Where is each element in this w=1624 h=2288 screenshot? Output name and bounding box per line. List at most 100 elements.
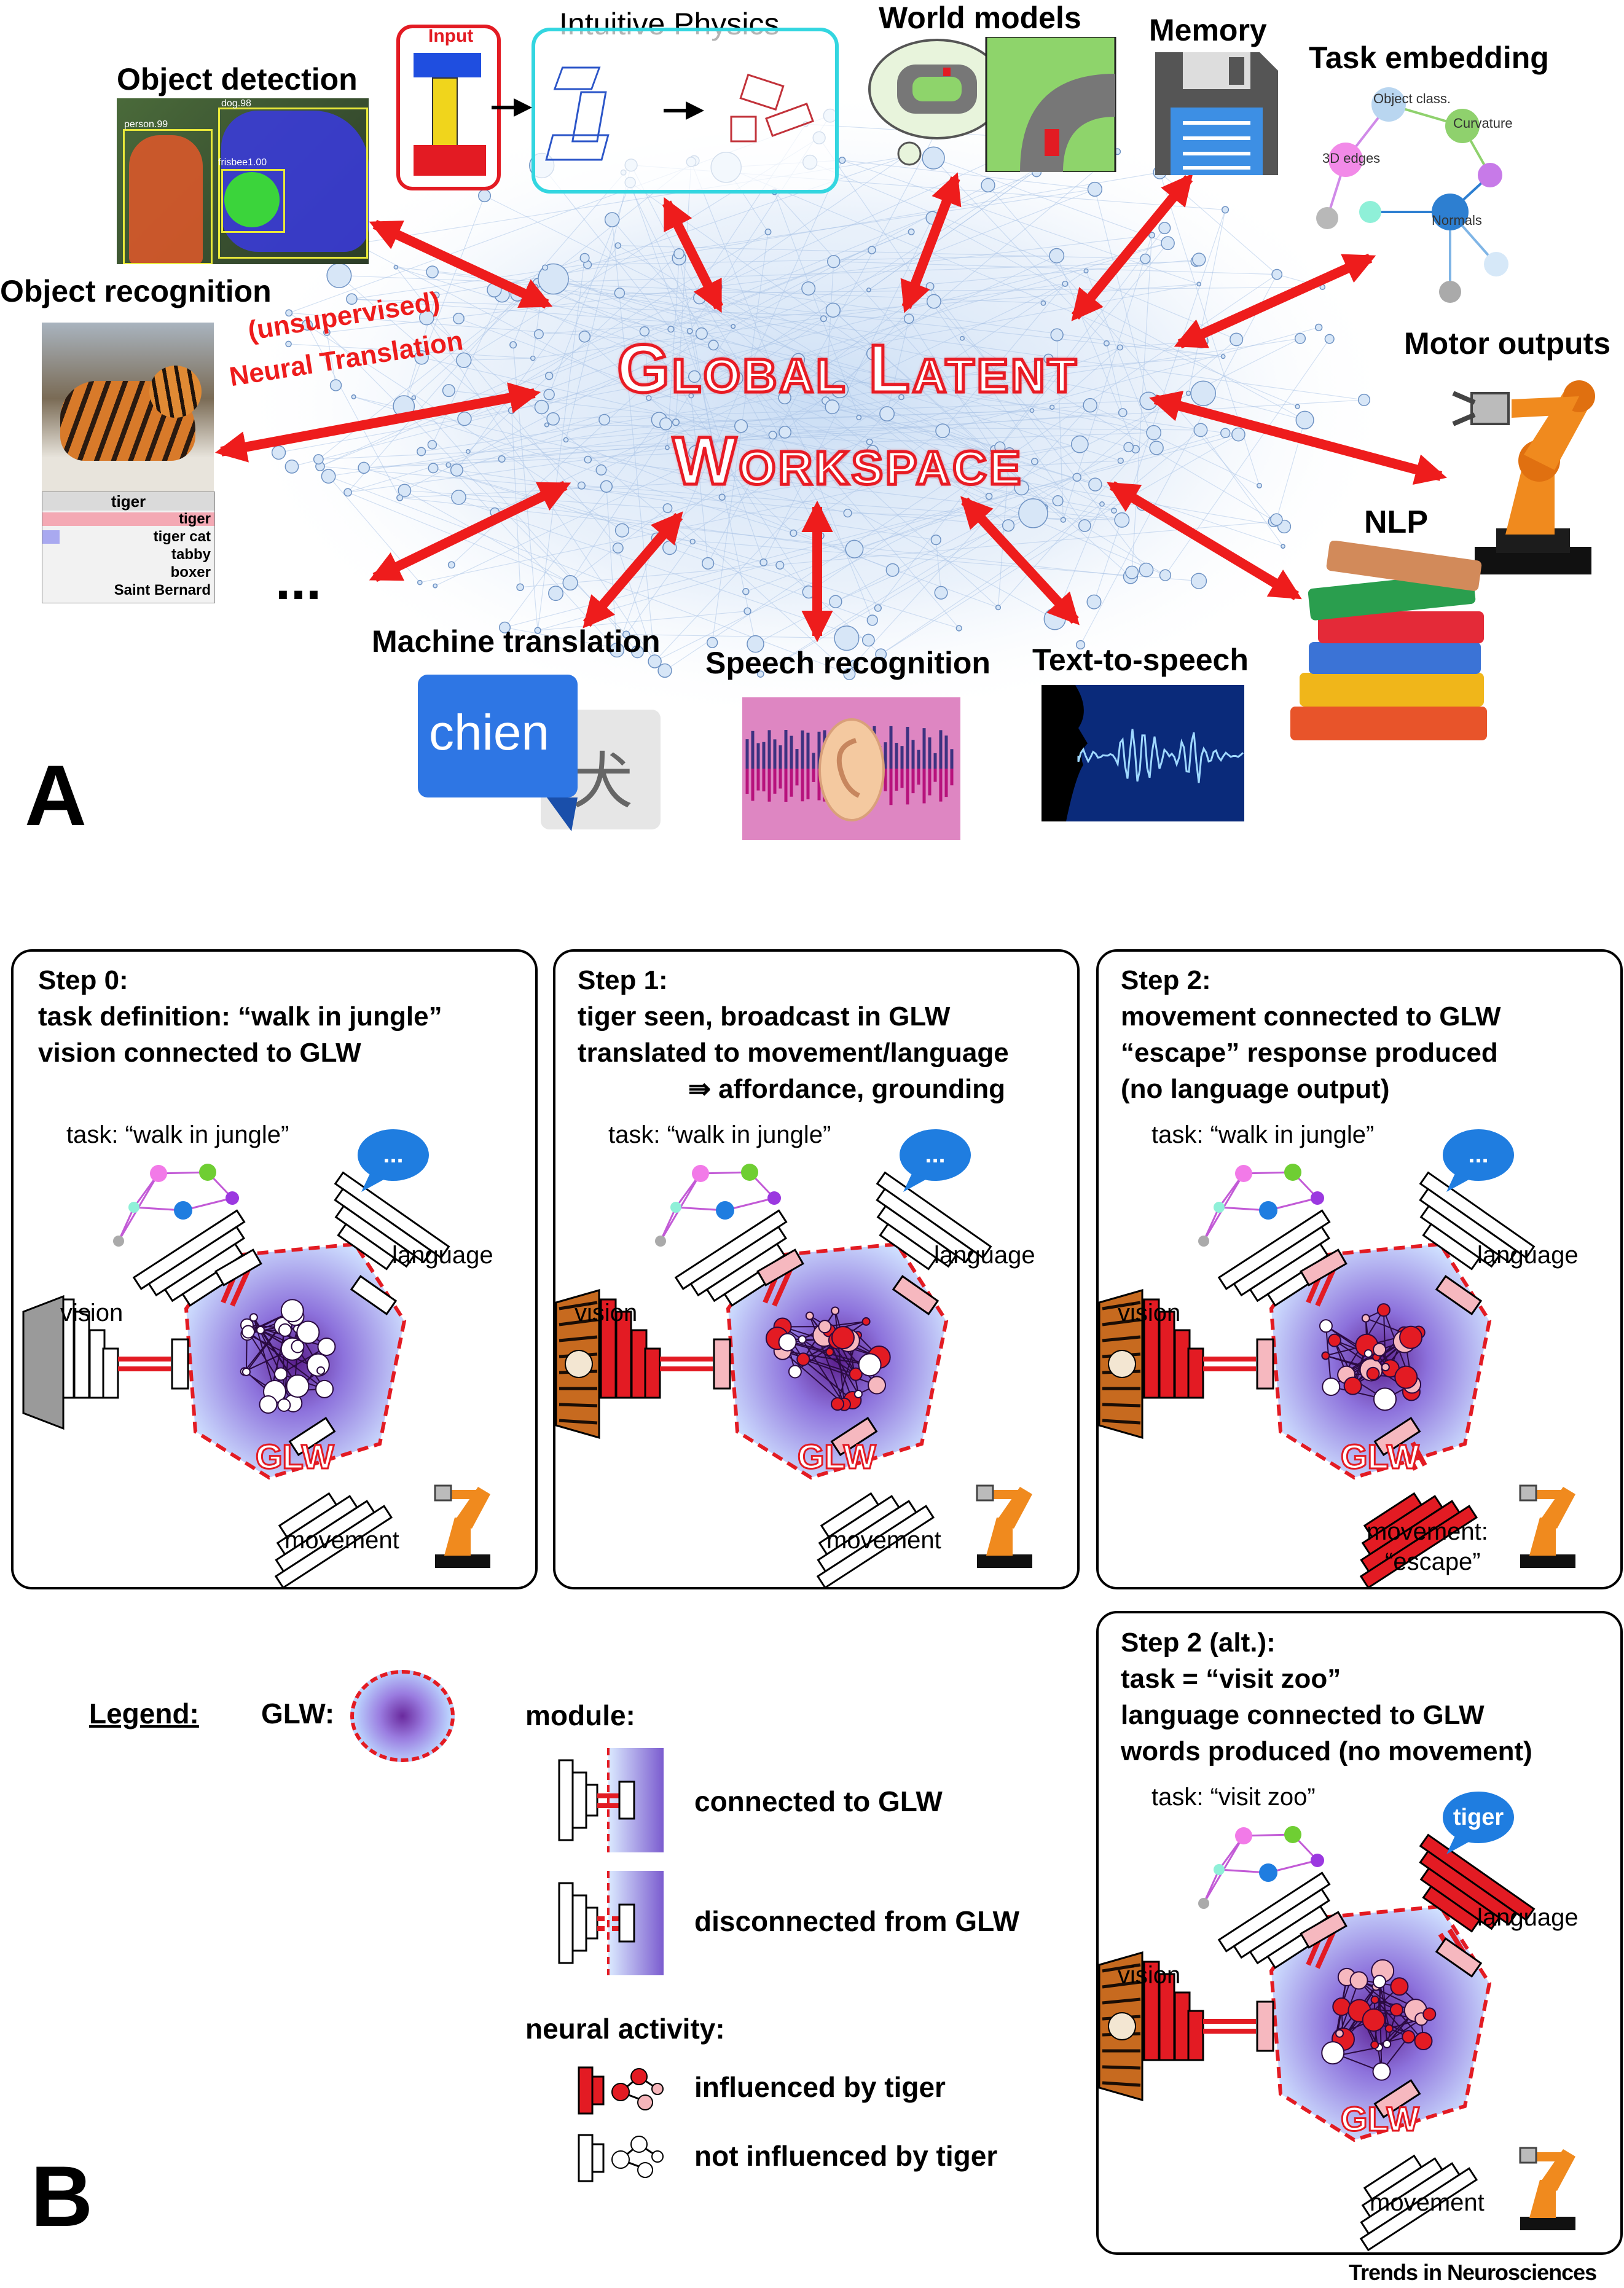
arrow-object-recognition: [214, 382, 541, 463]
language-module: [1419, 1833, 1536, 1933]
recognition-row: tiger cat: [42, 528, 214, 546]
language-speech-bubble: tiger: [1443, 1792, 1514, 1854]
vision-label: vision: [1118, 1299, 1180, 1326]
legend-disconnected-symbol: [558, 1871, 664, 1975]
legend-disconnected-text: disconnected from GLW: [694, 1905, 1020, 1937]
arrow-machine-translation: [583, 511, 683, 629]
frisbee-box: [221, 169, 285, 233]
tiger-head: [149, 366, 202, 418]
movement-module: [816, 1492, 935, 1589]
legend-title: Legend:: [89, 1698, 199, 1730]
bubble-text: ...: [925, 1141, 945, 1168]
movement-label: movement: [826, 1527, 941, 1554]
translation-source-word: chien: [429, 705, 550, 761]
step-2-line3: “escape” response produced: [1121, 1038, 1498, 1068]
arrow-task-embedding: [1174, 253, 1376, 349]
tiger-photo: [42, 323, 214, 492]
task-label: task: “walk in jungle”: [66, 1121, 289, 1148]
arrow-object-detection: [369, 219, 553, 309]
legend-influenced-text: influenced by tiger: [694, 2071, 946, 2103]
nlp-label: NLP: [1364, 504, 1428, 540]
movement-label: movement: [1370, 2189, 1485, 2216]
recognition-row: Saint Bernard: [42, 582, 214, 599]
legend-connected-text: connected to GLW: [694, 1785, 943, 1817]
language-speech-bubble: ...: [900, 1129, 971, 1192]
more-modules-ellipsis: ...: [275, 550, 322, 611]
movement-module: [274, 1492, 393, 1589]
glw-title-line2: Workspace: [671, 423, 1024, 500]
panel-b-letter: B: [31, 2148, 93, 2244]
recognition-row: tiger: [42, 511, 214, 528]
books-icon: [1290, 541, 1487, 740]
glw-label: GLW: [798, 1437, 876, 1476]
glw-region: [1269, 1242, 1492, 1480]
motor-outputs-label: Motor outputs: [1404, 326, 1611, 361]
task-module: [132, 1209, 246, 1307]
detection-tag-person: person.99: [124, 119, 168, 130]
arrow-world-models: [900, 172, 962, 313]
translate-tile-fold: [547, 797, 578, 831]
detection-tag-dog: dog.98: [221, 98, 251, 109]
frisbee-mask: [224, 172, 280, 227]
arrow-text-to-speech: [960, 496, 1080, 625]
journal-footer: Trends in Neurosciences: [1349, 2260, 1597, 2285]
task-node-3d-edges: 3D edges: [1322, 151, 1380, 166]
step-1-line4: ⇛ affordance, grounding: [688, 1074, 1005, 1104]
movement-label: movement:: [1367, 1518, 1488, 1545]
language-label: language: [392, 1242, 493, 1269]
lego-pillar: [432, 77, 458, 147]
legend-not-influenced-symbol: [578, 2134, 664, 2182]
step-1-line2: tiger seen, broadcast in GLW: [578, 1001, 951, 1032]
language-label: language: [1477, 1242, 1579, 1269]
step-2-alt-line1: Step 2 (alt.):: [1121, 1628, 1276, 1658]
glw-label: GLW: [256, 1437, 334, 1476]
glw-title-line1: Global Latent: [616, 331, 1079, 408]
recognition-row: boxer: [42, 564, 214, 581]
input-tag: Input: [428, 26, 474, 46]
recognition-score-bar: [42, 512, 214, 526]
detection-tag-frisbee: frisbee1.00: [218, 157, 267, 168]
physics-sketch: [492, 66, 814, 161]
arrow-nlp: [1107, 481, 1302, 600]
translation-target-word: 犬: [571, 745, 633, 817]
language-module: [1419, 1171, 1536, 1271]
task-node-normals: Normals: [1432, 213, 1482, 228]
lego-top: [414, 53, 481, 77]
floppy-disk-icon: [1155, 52, 1278, 175]
robot-arm-icon: [1519, 2147, 1575, 2230]
object-recognition-label: Object recognition: [0, 274, 272, 308]
task-node-curvature: Curvature: [1453, 116, 1513, 131]
bubble-text: tiger: [1453, 1804, 1504, 1830]
arrow-intuitive-physics: [662, 197, 724, 313]
task-module: [1217, 1209, 1331, 1307]
vision-module: [1143, 1298, 1204, 1399]
language-speech-bubble: ...: [1443, 1129, 1514, 1192]
translate-source-tile: chien: [418, 675, 578, 797]
legend-influenced-symbol: [578, 2066, 664, 2115]
task-node-object-class: Object class.: [1373, 91, 1451, 106]
robot-arm-icon: [976, 1484, 1032, 1568]
object-detection-label: Object detection: [117, 62, 358, 96]
recognition-row: tabby: [42, 546, 214, 563]
glw-region: [184, 1242, 407, 1480]
recognition-row-label: boxer: [170, 564, 211, 581]
bubble-text: ...: [383, 1141, 403, 1168]
task-embedding-graph: Object class. Curvature 3D edges Normals: [1316, 87, 1513, 303]
robot-arm-icon: [434, 1484, 490, 1568]
step-1-line3: translated to movement/language: [578, 1038, 1009, 1068]
task-graph: [113, 1164, 239, 1247]
tiger-visual-input: [1098, 1289, 1143, 1439]
vision-label: vision: [1118, 1962, 1180, 1989]
task-label: task: “visit zoo”: [1151, 1784, 1316, 1811]
step-2-alt-line2: task = “visit zoo”: [1121, 1664, 1341, 1694]
robot-arm-icon: [1452, 380, 1595, 574]
arrow-ellipsis: [369, 480, 571, 582]
recognition-score-bar: [42, 530, 60, 544]
recognition-row-label: tiger cat: [153, 528, 211, 545]
